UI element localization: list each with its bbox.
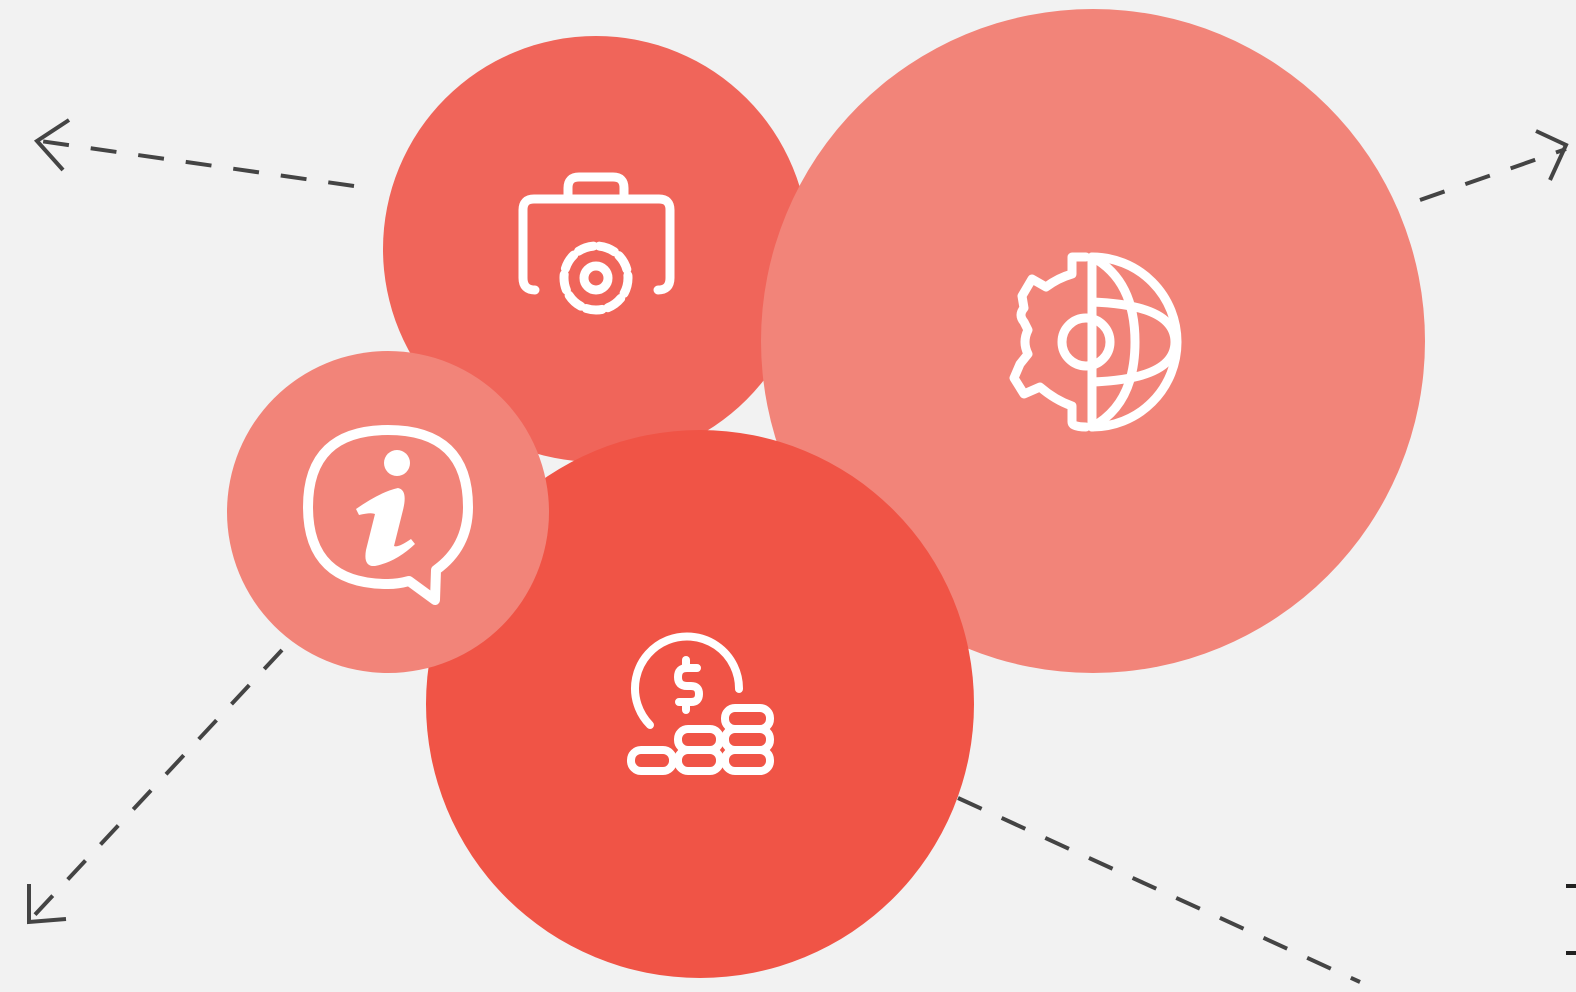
globe-gear-icon (1009, 252, 1182, 432)
arrow-bottom-right (957, 796, 1361, 984)
arrow-bottom-left (28, 648, 284, 922)
briefcase-gear-icon (518, 172, 675, 315)
dollar-coins-stack-icon (627, 632, 774, 775)
arrowhead-bottom-left-icon (27, 884, 67, 925)
arrow-top-left (39, 139, 355, 188)
node-finance-circle (426, 430, 974, 978)
arrow-top-right (1419, 147, 1567, 202)
arrowhead-top-left-icon (33, 118, 71, 172)
arrowhead-top-right-icon (1535, 129, 1569, 181)
info-chat-bubble-icon (303, 425, 473, 605)
